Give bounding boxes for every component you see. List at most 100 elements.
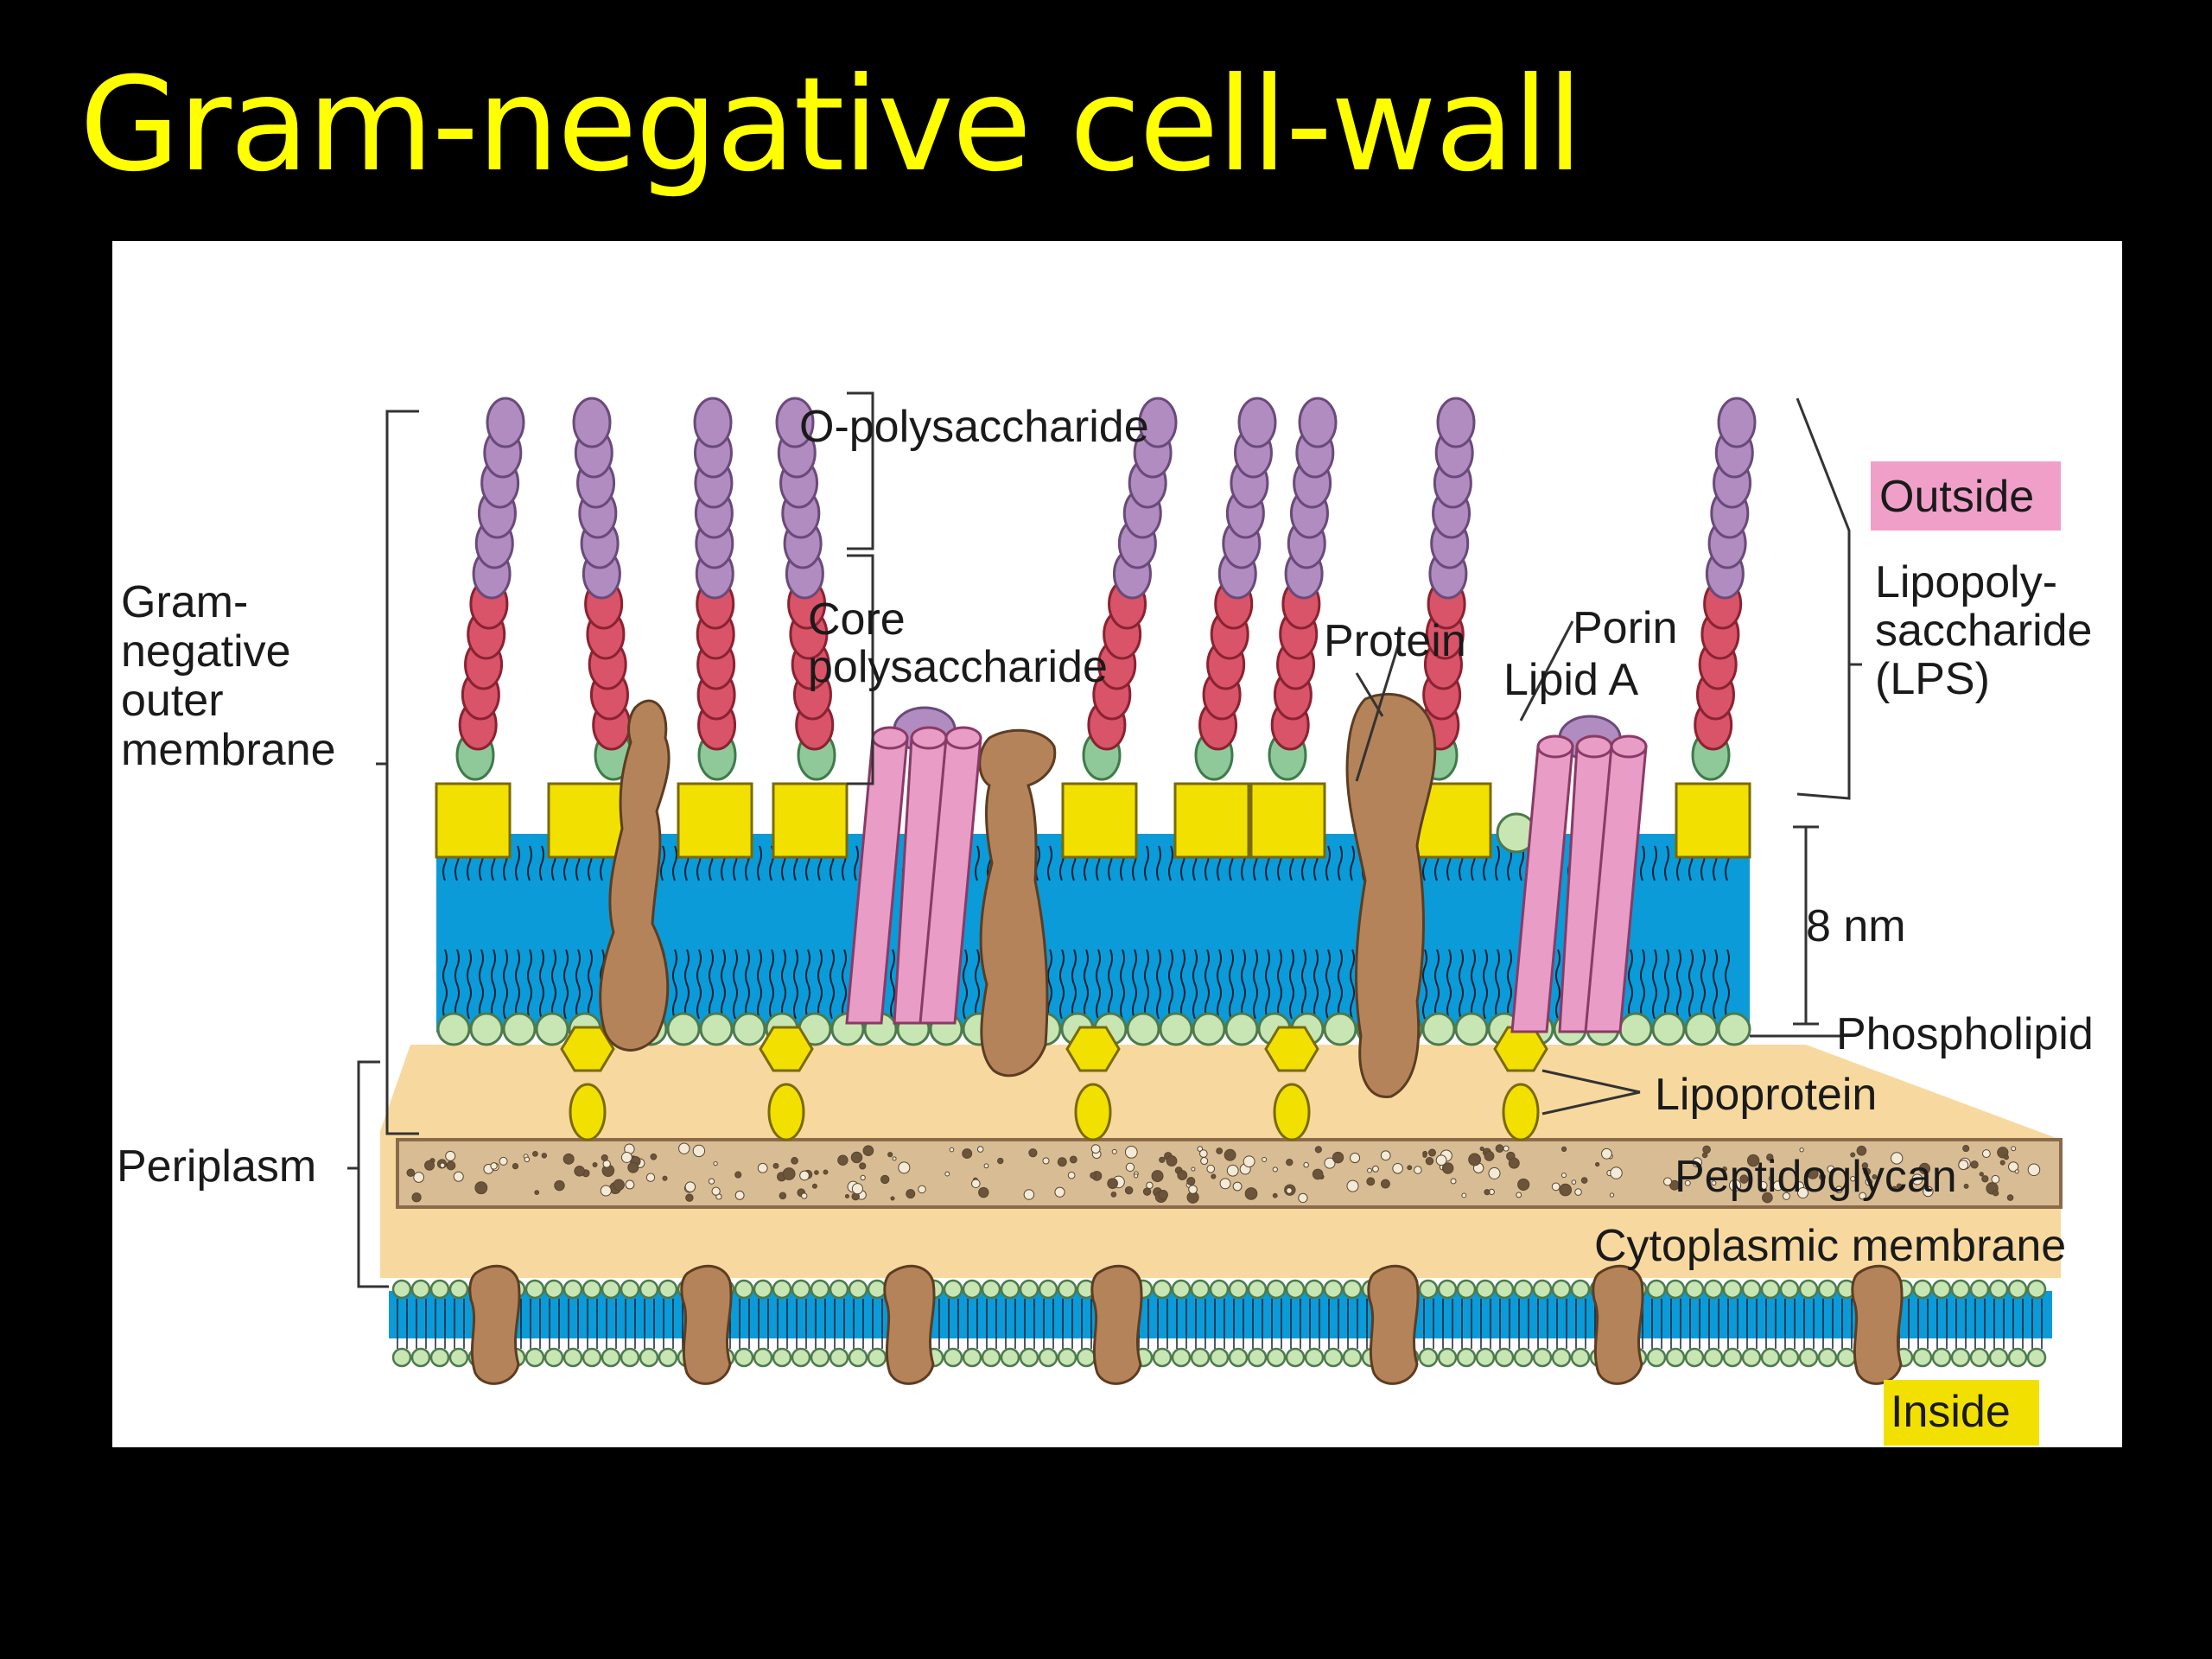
peptidoglycan-granule [1963,1183,1969,1189]
lipid-tail [696,949,702,1020]
peptidoglycan-granule [1142,1187,1152,1196]
label-peptidoglycan: Peptidoglycan [1675,1152,1957,1202]
annotation-lines [347,391,1862,1288]
peptidoglycan-granule [1350,1153,1361,1164]
phospholipid-head [1000,1279,1020,1300]
lipid-tail [1507,949,1512,1020]
phospholipid-head [1323,1012,1357,1046]
membrane-protein-2 [978,728,1057,1077]
lps-chain [455,397,525,781]
phospholipid-head [1722,1279,1743,1300]
peptidoglycan-granule [983,1163,989,1169]
lipoprotein-anchor [1273,1083,1311,1141]
peptidoglycan-granule [811,1183,817,1189]
phospholipid-head [810,1279,830,1300]
peptidoglycan-granule [490,1162,498,1170]
phospholipid-head [1323,1347,1344,1368]
lipid-tail [1253,949,1258,1020]
lipid-tail [527,845,532,881]
outer-membrane-proteins [599,692,1437,1098]
peptidoglycan-granule [1601,1147,1612,1160]
peptidoglycan-granule [1346,1179,1359,1192]
lps-chain [572,397,633,781]
peptidoglycan-granule [1850,1176,1856,1182]
lipid-tail [890,949,895,1020]
cytoplasmic-membrane [389,1264,2052,1385]
lipid-tail [672,949,677,1020]
label-porin: Porin [1573,603,1677,653]
phospholipid-head [620,1279,640,1300]
peptidoglycan-granule [1272,1192,1278,1198]
peptidoglycan-granule [1827,1165,1835,1173]
phospholipid-head [1494,1279,1515,1300]
phospholipid-head [1152,1279,1173,1300]
phospholipid-head [502,1012,537,1046]
peptidoglycan-granule [1981,1175,1989,1183]
phospholipid-head [1931,1279,1952,1300]
peptidoglycan-granule [2003,1154,2010,1160]
lipid-tail [1071,949,1077,1020]
peptidoglycan-granule [1441,1162,1454,1174]
phospholipid-head [1224,1012,1259,1046]
lipoprotein-head [1264,1026,1319,1072]
peptidoglycan-granule [1461,1192,1467,1198]
lipid-tail [1713,949,1718,1020]
phospholipid-head [563,1347,583,1368]
peptidoglycan-granule [541,1153,548,1159]
peptidoglycan-granule [1272,1166,1278,1173]
peptidoglycan-granule [1560,1146,1567,1152]
phospholipid-head [1931,1347,1952,1368]
porin-helix-top [1575,734,1613,759]
lipid-a-square [1675,782,1751,859]
lipid-tail [721,949,726,1020]
lipid-tail [975,845,980,881]
lipid-tail [1495,949,1500,1020]
peptidoglycan-granule [734,1190,745,1200]
phospholipid-head [1532,1347,1553,1368]
o-sugar [1138,397,1178,448]
phospholipid-head [772,1279,792,1300]
peptidoglycan-granule [1298,1192,1308,1204]
peptidoglycan-granule [1111,1148,1117,1154]
peptidoglycan-granule [1392,1163,1403,1174]
lipid-tail [1350,845,1355,881]
label-lps-line1: Lipopoly- [1875,557,2057,607]
lipid-tail [515,845,520,881]
peptidoglycan-granule [613,1179,625,1192]
peptidoglycan-granule [1517,1178,1530,1191]
o-sugar [775,397,815,448]
phospholipid-head [1950,1279,1971,1300]
core-polysaccharide-bracket [847,554,874,785]
lipid-a-leader [1355,639,1402,782]
phospholipid-head [699,1012,734,1046]
peptidoglycan-granule [1807,1167,1819,1179]
peptidoglycan-granule [645,1173,656,1182]
cell-wall-diagram: O-polysaccharide Core polysaccharide Pro… [112,241,2122,1447]
lipid-tail [454,949,460,1020]
lipid-a-square [1173,782,1250,859]
lipoprotein-head [759,1026,814,1072]
lipid-tail [1205,949,1210,1020]
phospholipid-head [1494,1347,1515,1368]
phospholipid-head [1760,1279,1781,1300]
phospholipid-head [1342,1347,1363,1368]
lipid-tail [1338,949,1343,1020]
peptidoglycan-granule [978,1186,989,1198]
label-lipid-a: Lipid A [1503,655,1638,705]
peptidoglycan-granule [574,1166,585,1177]
lps-brace [1796,397,1851,800]
peptidoglycan-granule [1580,1177,1588,1184]
lipid-tail [1652,949,1657,1020]
lipid-tail [1132,949,1137,1020]
lipid-tail [1108,949,1113,1020]
peptidoglycan-granule [1211,1173,1217,1179]
peptidoglycan-granule [971,1179,981,1189]
membrane-protein-3 [1345,692,1437,1098]
phospholipid-head [1076,1347,1096,1368]
phospholipid-head [448,1279,469,1300]
peptidoglycan-granule [782,1167,796,1180]
peptidoglycan-granule [890,1196,895,1201]
phospholipid-head [1817,1279,1838,1300]
peptidoglycan-granule [406,1168,416,1178]
phospholipid-head [1304,1347,1325,1368]
